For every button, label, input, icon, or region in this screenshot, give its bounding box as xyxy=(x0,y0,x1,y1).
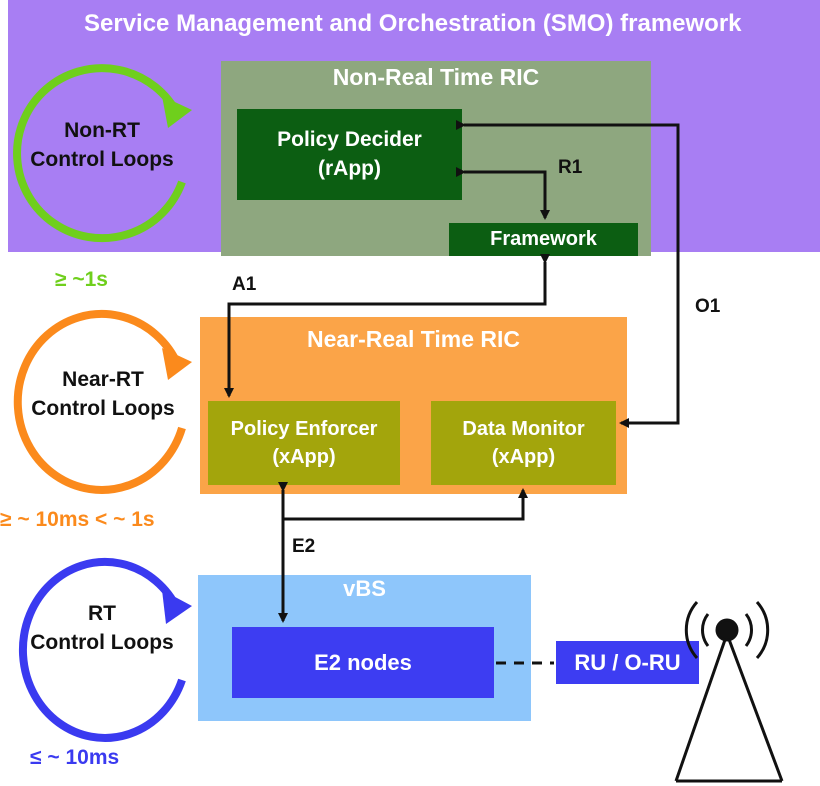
rt-loop-line2: Control Loops xyxy=(30,630,174,654)
non-rt-ric-title: Non-Real Time RIC xyxy=(332,64,540,90)
r1-label: R1 xyxy=(558,157,583,178)
a1-label: A1 xyxy=(232,274,257,295)
rt-loop-label: RT Control Loops xyxy=(12,600,192,658)
non-rt-loop-arrowhead xyxy=(162,96,192,128)
policy-decider-label: Policy Decider xyxy=(277,128,422,152)
rt-loop-line1: RT xyxy=(88,602,116,625)
policy-enforcer-box[interactable]: Policy Enforcer (xApp) xyxy=(208,401,400,485)
non-rt-loop-label: Non-RT Control Loops xyxy=(12,117,192,175)
near-rt-loop-arrowhead xyxy=(162,348,192,380)
e2-label: E2 xyxy=(292,536,316,557)
near-rt-timing: ≥ ~ 10ms < ~ 1s xyxy=(0,508,155,531)
smo-title: Service Management and Orchestration (SM… xyxy=(84,10,742,37)
e2-monitor-arrow xyxy=(283,488,528,521)
near-rt-loop-label: Near-RT Control Loops xyxy=(14,366,192,424)
rt-loop-arrowhead xyxy=(162,590,192,624)
r1-arrow xyxy=(456,167,550,220)
ru-box[interactable]: RU / O-RU xyxy=(556,641,699,684)
near-rt-loop-line1: Near-RT xyxy=(62,368,144,391)
non-rt-loop-arc xyxy=(13,64,186,243)
non-rt-timing: ≥ ~1s xyxy=(55,268,108,291)
o1-arrow xyxy=(456,120,680,428)
antenna-tower-icon xyxy=(674,601,784,783)
e2-nodes-box[interactable]: E2 nodes xyxy=(232,627,494,698)
near-rt-loop-arc xyxy=(13,309,186,494)
policy-decider-type: (rApp) xyxy=(318,156,381,180)
non-rt-loop-line2: Control Loops xyxy=(30,147,174,171)
rt-timing: ≤ ~ 10ms xyxy=(30,746,120,769)
a1-arrow xyxy=(224,254,550,398)
rt-loop-arc xyxy=(18,558,186,742)
policy-enforcer-label: Policy Enforcer xyxy=(230,418,378,440)
o1-label: O1 xyxy=(695,296,721,317)
near-rt-loop-line2: Control Loops xyxy=(31,396,175,420)
non-rt-loop-line1: Non-RT xyxy=(64,119,140,142)
policy-decider-box[interactable]: Policy Decider (rApp) xyxy=(237,109,462,200)
vbs-title: vBS xyxy=(343,576,386,601)
data-monitor-type: (xApp) xyxy=(491,446,556,468)
policy-enforcer-type: (xApp) xyxy=(272,446,336,468)
